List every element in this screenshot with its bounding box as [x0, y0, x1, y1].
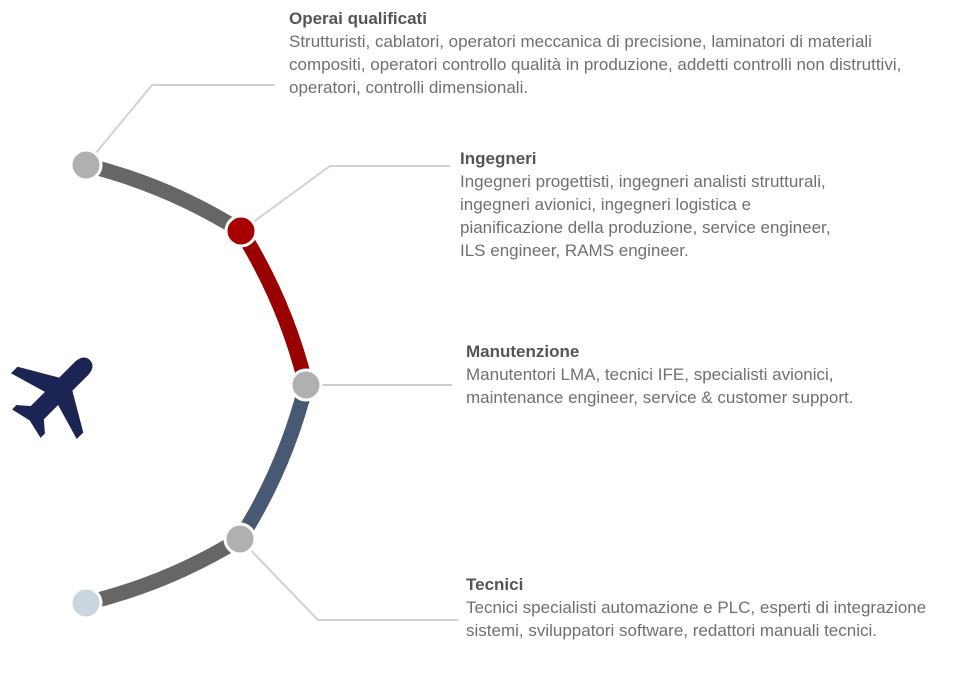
section-tecnici: Tecnici Tecnici specialisti automazione … [466, 573, 956, 642]
section-operai-qualificati: Operai qualificati Strutturisti, cablato… [289, 7, 949, 99]
arc-segment-manutenzione [233, 383, 314, 544]
section-description: Ingegneri progettisti, ingegneri analist… [460, 172, 831, 260]
section-title: Operai qualificati [289, 9, 427, 28]
arc-segment-top [84, 157, 245, 238]
arc-segment-ingegneri [234, 227, 314, 387]
connector-line-operai [85, 84, 275, 166]
section-manutenzione: Manutenzione Manutentori LMA, tecnici IF… [466, 340, 886, 409]
node-start [69, 586, 103, 620]
section-title: Ingegneri [460, 149, 537, 168]
node-tecnici [223, 522, 257, 556]
section-description: Tecnici specialisti automazione e PLC, e… [466, 598, 927, 640]
node-operai [69, 148, 103, 182]
connector-line-ingegneri [240, 165, 450, 232]
section-description: Strutturisti, cablatori, operatori mecca… [289, 32, 902, 97]
section-ingegneri: Ingegneri Ingegneri progettisti, ingegne… [460, 147, 840, 262]
airplane-icon [10, 357, 93, 440]
section-description: Manutentori LMA, tecnici IFE, specialist… [466, 365, 854, 407]
node-manutenzione [289, 368, 323, 402]
connector-line-tecnici [239, 538, 458, 621]
section-title: Manutenzione [466, 342, 580, 361]
section-title: Tecnici [466, 575, 524, 594]
node-ingegneri [224, 214, 258, 248]
arc-segment-bottom [84, 532, 244, 611]
